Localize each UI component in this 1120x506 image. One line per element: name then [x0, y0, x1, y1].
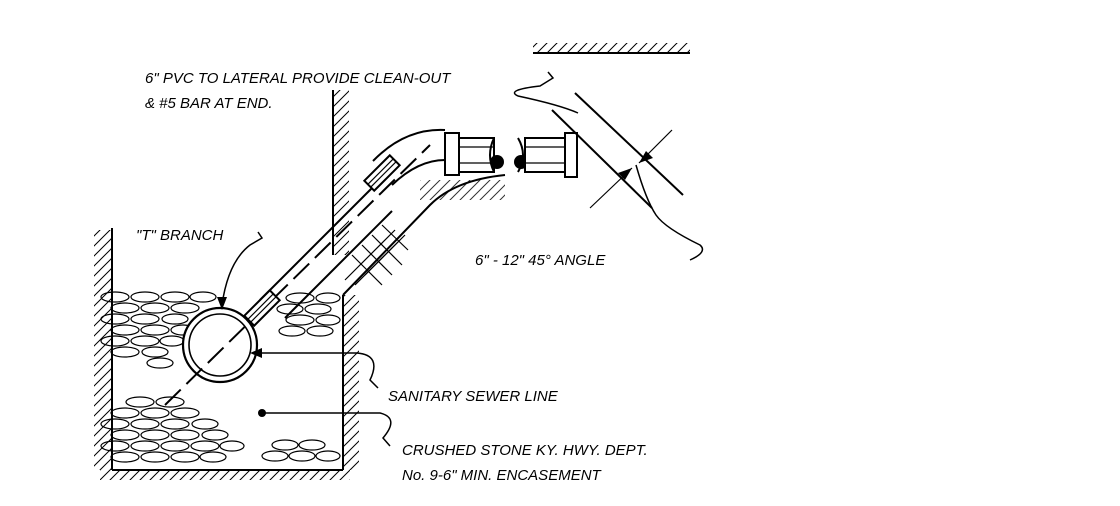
- label-pvc-line1: 6" PVC TO LATERAL PROVIDE CLEAN-OUT: [145, 70, 452, 87]
- label-sanitary-sewer: SANITARY SEWER LINE: [388, 388, 559, 405]
- label-angle: 6" - 12" 45° ANGLE: [475, 252, 606, 269]
- leader-lines: [221, 71, 704, 447]
- trench-left-wall: [94, 228, 113, 470]
- sewer-pipe-section: [181, 306, 259, 384]
- crushed-stone-right: [276, 292, 341, 337]
- excavation-slope: [342, 174, 506, 296]
- label-t-branch: "T" BRANCH: [136, 227, 223, 244]
- label-crushed-stone-line2: No. 9-6" MIN. ENCASEMENT: [402, 467, 603, 484]
- t-branch-arrowhead: [217, 297, 227, 310]
- lateral-pipe: [164, 144, 431, 406]
- elbow-and-pipe: [372, 128, 578, 186]
- sewer-arrowhead: [250, 348, 262, 358]
- label-pvc-line2: & #5 BAR AT END.: [145, 95, 273, 112]
- trench-bottom: [100, 469, 350, 480]
- crushed-stone-upper-left: [100, 291, 217, 369]
- trench-right-wall: [342, 295, 359, 470]
- stone-dot: [258, 409, 266, 417]
- angle-dimension: [551, 92, 684, 209]
- label-crushed-stone-line1: CRUSHED STONE KY. HWY. DEPT.: [402, 442, 648, 459]
- crushed-stone-bottom: [100, 396, 341, 463]
- ground-surface: [533, 43, 690, 54]
